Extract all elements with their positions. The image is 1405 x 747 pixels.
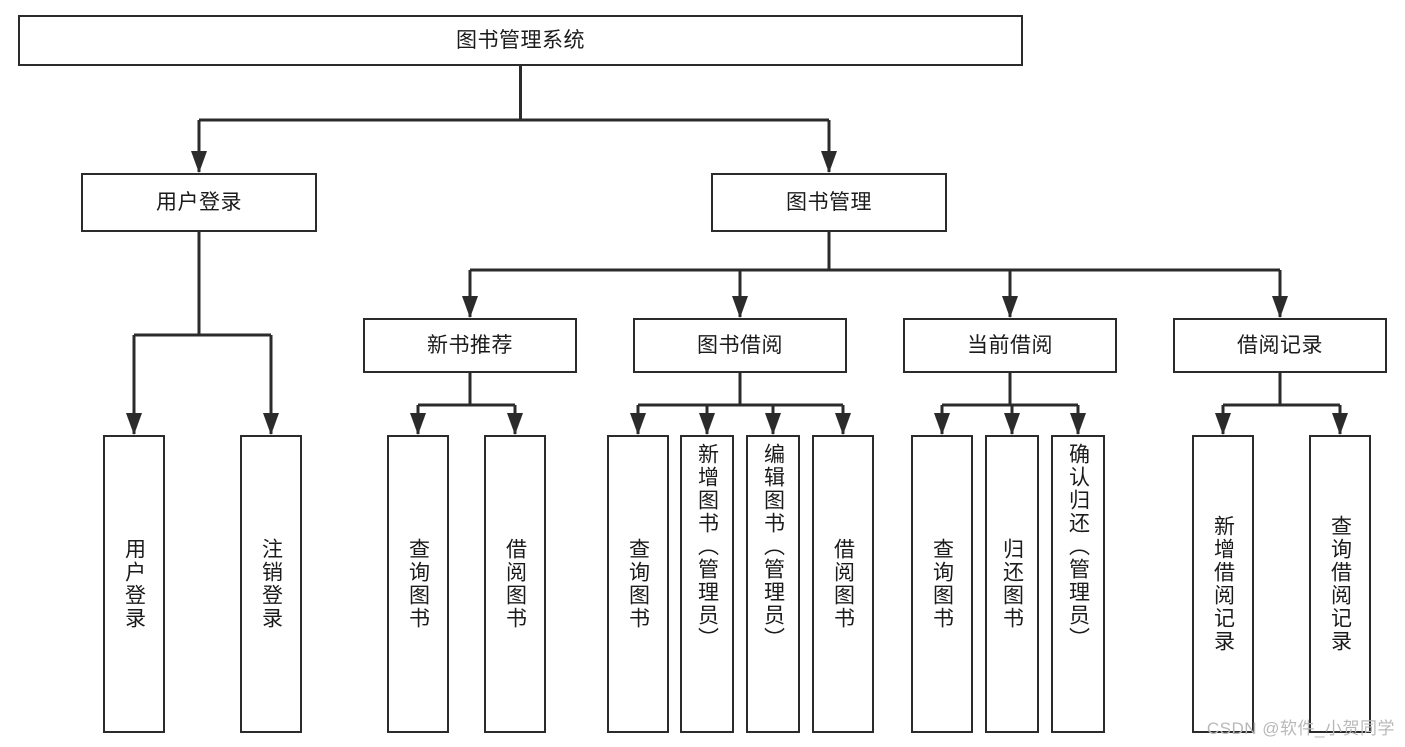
node-root[interactable]: 图书管理系统	[18, 15, 1023, 66]
node-label: 图书借阅	[697, 334, 783, 357]
node-label: 当前借阅	[967, 334, 1053, 357]
node-label: 新书推荐	[427, 334, 513, 357]
node-leaf-confirm-return[interactable]: 确认归还（管理员）	[1051, 435, 1105, 733]
node-label: 查询借阅记录	[1328, 515, 1352, 653]
arrowhead-icon	[263, 413, 279, 435]
node-label: 归还图书	[1000, 538, 1024, 630]
node-current-borrow[interactable]: 当前借阅	[903, 318, 1117, 373]
node-leaf-edit-book[interactable]: 编辑图书（管理员）	[746, 435, 800, 733]
arrowhead-icon	[732, 296, 748, 318]
node-label: 图书管理	[786, 191, 872, 214]
arrowhead-icon	[507, 413, 523, 435]
node-label: 编辑图书（管理员）	[761, 443, 785, 650]
node-leaf-query-book-3[interactable]: 查询图书	[911, 435, 973, 733]
node-leaf-query-book-1[interactable]: 查询图书	[387, 435, 449, 733]
arrowhead-icon	[1272, 296, 1288, 318]
node-label: 图书管理系统	[456, 29, 585, 52]
node-book-borrow[interactable]: 图书借阅	[633, 318, 847, 373]
node-label: 用户登录	[122, 538, 146, 630]
watermark-text: CSDN @软件_小贺同学	[1206, 719, 1395, 738]
node-leaf-add-record[interactable]: 新增借阅记录	[1192, 435, 1254, 733]
arrowhead-icon	[835, 413, 851, 435]
arrowhead-icon	[1332, 413, 1348, 435]
node-label: 查询图书	[930, 538, 954, 630]
node-label: 用户登录	[156, 191, 242, 214]
arrowhead-icon	[1004, 413, 1020, 435]
arrowhead-icon	[1215, 413, 1231, 435]
arrowhead-icon	[821, 151, 837, 173]
node-leaf-query-book-2[interactable]: 查询图书	[607, 435, 669, 733]
node-label: 借阅图书	[831, 538, 855, 630]
arrowhead-icon	[765, 413, 781, 435]
node-label: 确认归还（管理员）	[1066, 443, 1090, 650]
node-label: 查询图书	[406, 538, 430, 630]
arrowhead-icon	[1070, 413, 1086, 435]
node-leaf-query-record[interactable]: 查询借阅记录	[1309, 435, 1371, 733]
arrowhead-icon	[126, 413, 142, 435]
node-label: 注销登录	[259, 538, 283, 630]
arrowhead-icon	[699, 413, 715, 435]
arrowhead-icon	[191, 151, 207, 173]
arrowhead-icon	[934, 413, 950, 435]
node-leaf-borrow-book-2[interactable]: 借阅图书	[812, 435, 874, 733]
edge-group	[126, 66, 1348, 435]
node-label: 新增借阅记录	[1211, 515, 1235, 653]
node-label: 新增图书（管理员）	[695, 443, 719, 650]
node-label: 借阅图书	[503, 538, 527, 630]
node-leaf-user-logout[interactable]: 注销登录	[240, 435, 302, 733]
node-leaf-user-login[interactable]: 用户登录	[103, 435, 165, 733]
node-borrow-record[interactable]: 借阅记录	[1173, 318, 1387, 373]
arrowhead-icon	[630, 413, 646, 435]
node-book-manage[interactable]: 图书管理	[711, 173, 947, 232]
node-new-book-recommend[interactable]: 新书推荐	[363, 318, 577, 373]
arrowhead-icon	[462, 296, 478, 318]
node-label: 借阅记录	[1237, 334, 1323, 357]
node-leaf-add-book[interactable]: 新增图书（管理员）	[680, 435, 734, 733]
node-leaf-return-book[interactable]: 归还图书	[985, 435, 1039, 733]
arrowhead-icon	[1002, 296, 1018, 318]
node-user-login[interactable]: 用户登录	[81, 173, 317, 232]
node-leaf-borrow-book-1[interactable]: 借阅图书	[484, 435, 546, 733]
arrowhead-icon	[410, 413, 426, 435]
node-label: 查询图书	[626, 538, 650, 630]
